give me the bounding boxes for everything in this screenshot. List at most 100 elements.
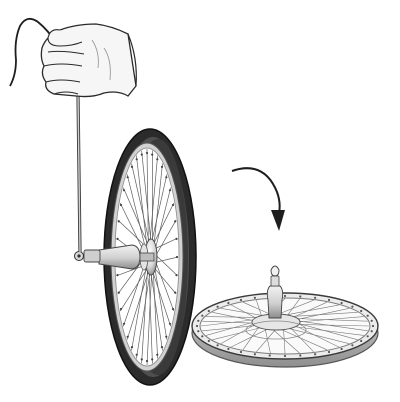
- spoke-nipple: [160, 165, 164, 168]
- spoke-nipple: [314, 296, 317, 299]
- spoke: [279, 328, 328, 351]
- spoke-nipple: [299, 295, 302, 298]
- spoke: [256, 300, 263, 317]
- spoke: [153, 163, 163, 247]
- spoke: [297, 320, 368, 332]
- spoke: [154, 256, 179, 263]
- spoke: [154, 253, 178, 277]
- spoke-nipple: [145, 359, 149, 363]
- spoke: [152, 270, 172, 327]
- spoke: [141, 270, 148, 364]
- spoke: [148, 272, 153, 364]
- spoke: [154, 219, 177, 258]
- spoke-nipple: [168, 322, 172, 325]
- spoke: [292, 301, 328, 318]
- spoke-nipple: [126, 335, 129, 338]
- spoke-nipple: [340, 347, 343, 351]
- spoke: [256, 328, 277, 352]
- spoke: [283, 328, 286, 354]
- spoke-nipple: [239, 298, 243, 302]
- spoke-nipple: [216, 305, 219, 308]
- horizontal-wheel: [191, 265, 379, 368]
- spoke-nipple: [171, 307, 175, 311]
- spoke: [119, 269, 148, 312]
- spoke: [119, 202, 146, 255]
- spoke-nipple: [175, 274, 178, 277]
- suspension-cord: [9, 17, 82, 253]
- spoke-nipple: [174, 220, 177, 223]
- spoke: [297, 316, 364, 323]
- spoke: [152, 202, 175, 245]
- spoke-nipple: [314, 353, 317, 356]
- spoke-nipple: [351, 344, 354, 347]
- spoke-nipple: [253, 353, 256, 356]
- spoke-nipple: [116, 274, 119, 277]
- spoke-nipple: [175, 255, 179, 259]
- spoke: [154, 187, 172, 252]
- spoke-nipple: [175, 237, 178, 240]
- flat-wheel-spoke-nipples: [195, 294, 375, 358]
- spoke: [146, 148, 149, 243]
- spoke-nipple: [119, 203, 123, 207]
- spoke: [151, 174, 168, 243]
- spoke-nipple: [165, 335, 168, 338]
- spoke-nipple: [283, 294, 287, 298]
- spoke-nipple: [370, 319, 373, 322]
- wrist-cuff: [127, 33, 137, 87]
- spoke: [290, 312, 358, 317]
- spoke-nipple: [351, 305, 354, 308]
- spoke: [131, 267, 147, 351]
- spoke-nipple: [135, 353, 138, 356]
- spoke-nipple: [140, 358, 143, 361]
- spoke-nipple: [340, 301, 343, 305]
- spoke-nipple: [327, 350, 331, 354]
- spoke: [272, 328, 300, 354]
- spoke: [206, 321, 255, 336]
- spoke-nipple: [227, 301, 230, 305]
- spoke-nipple: [360, 309, 363, 313]
- spoke-nipple: [122, 189, 126, 192]
- spoke: [206, 316, 260, 318]
- spoke-nipple: [171, 203, 175, 207]
- spoke-nipple: [327, 298, 331, 302]
- curved-arrow-down-icon: [231, 167, 285, 231]
- spoke-nipple: [299, 354, 302, 357]
- hand-finger-lines: [43, 50, 85, 95]
- flat-wheel-handle: [266, 285, 284, 319]
- spoke-nipple: [216, 344, 219, 347]
- spoke: [296, 308, 350, 320]
- spoke-nipple: [117, 291, 120, 294]
- spoke: [150, 272, 163, 351]
- spoke-nipple: [239, 350, 243, 354]
- spoke: [264, 328, 271, 354]
- spoke-nipple: [140, 153, 143, 156]
- spoke-nipple: [197, 319, 200, 322]
- spoke-nipple: [119, 307, 123, 311]
- spoke-nipple: [135, 158, 138, 161]
- spoke-nipple: [268, 354, 271, 357]
- spoke: [117, 219, 147, 247]
- spoke-nipple: [156, 158, 159, 161]
- spoke: [275, 299, 314, 316]
- spoke-nipple: [360, 339, 363, 343]
- spoke: [122, 187, 148, 244]
- spoke: [122, 262, 146, 327]
- spoke: [202, 320, 255, 324]
- upright-wheel-spoke-nipples: [115, 151, 179, 363]
- spoke: [131, 163, 150, 242]
- spoke: [146, 271, 153, 366]
- spoke-nipple: [130, 346, 134, 349]
- spoke-nipple: [283, 354, 287, 358]
- spoke: [212, 327, 262, 341]
- spoke: [154, 237, 178, 250]
- hand-knuckle-shading: [91, 39, 111, 81]
- spoke: [294, 318, 368, 322]
- spoke: [116, 264, 146, 277]
- spoke-nipple: [116, 237, 119, 240]
- spoke-nipple: [366, 335, 369, 338]
- spoke: [141, 150, 152, 242]
- hand-holding-cord: [40, 23, 137, 98]
- spoke-nipple: [227, 347, 230, 351]
- hand-thumb: [47, 29, 83, 47]
